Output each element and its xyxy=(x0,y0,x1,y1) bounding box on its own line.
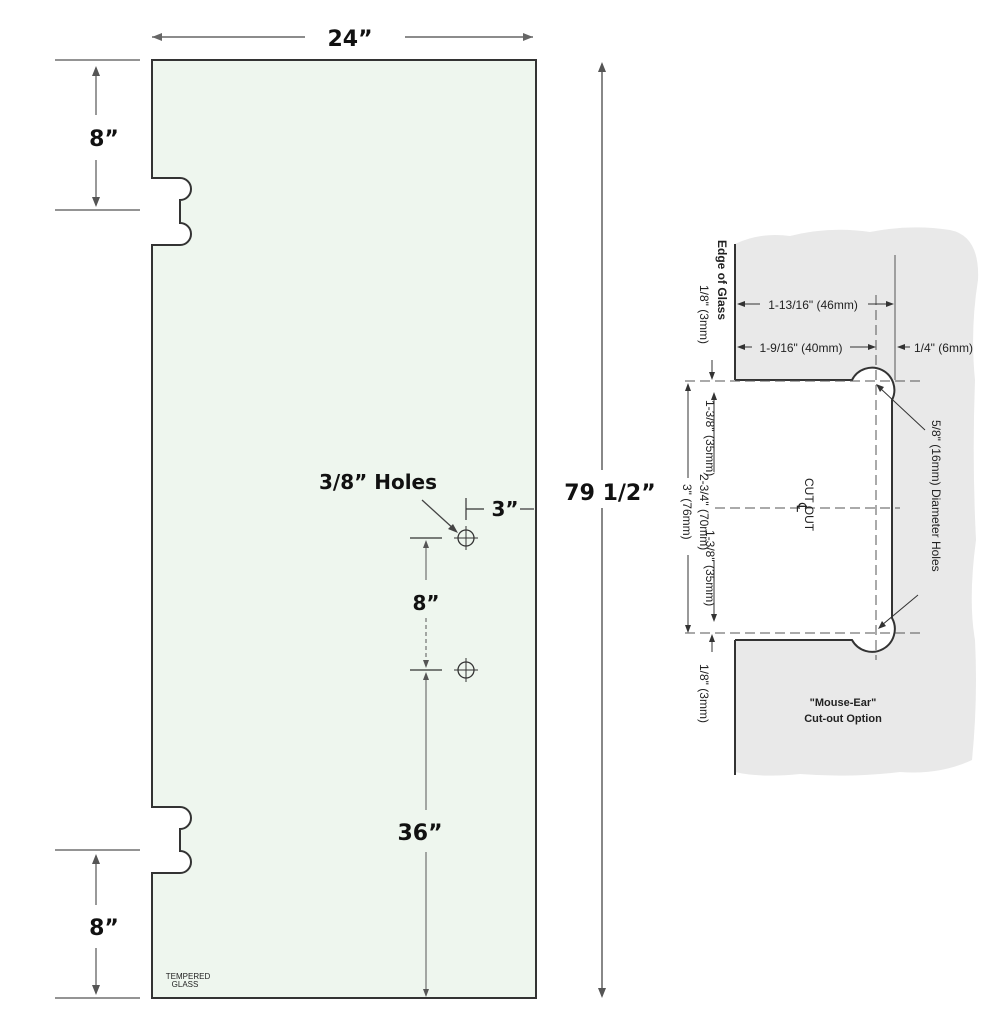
tempered-stamp-line1: TEMPERED xyxy=(166,972,211,981)
bottom-gap-label: 1/8" (3mm) xyxy=(697,664,711,723)
arrow-up-icon xyxy=(423,540,429,548)
holes-label: 3/8” Holes xyxy=(319,470,437,494)
arrow-left-icon xyxy=(152,33,162,41)
arrow-right-icon xyxy=(886,301,894,307)
arrow-icon xyxy=(876,384,884,392)
option-caption-line1: "Mouse-Ear" xyxy=(810,697,877,709)
arrow-left-icon xyxy=(897,344,905,350)
height-label: 79 1/2” xyxy=(564,481,655,506)
arrow-down-icon xyxy=(92,197,100,207)
holes-height-label: 36” xyxy=(397,821,442,846)
edge-of-glass-label: Edge of Glass xyxy=(715,240,729,320)
mouse-ear-detail: 1-13/16" (46mm) 1-9/16" (40mm) 1/4" (6mm… xyxy=(680,227,979,776)
outer-height-label: 3" (76mm) xyxy=(680,484,694,540)
arrow-left-icon xyxy=(737,301,745,307)
dim-right-label: 1/4" (6mm) xyxy=(914,341,973,355)
arrow-up-icon xyxy=(709,634,715,642)
edge-offset-label: 3” xyxy=(491,497,518,521)
holes-leader-line xyxy=(421,499,456,531)
centerline-icon: ℄ xyxy=(794,502,810,512)
lower-half-label: 1-3/8" (35mm) xyxy=(703,530,717,606)
dim-inner-label: 1-9/16" (40mm) xyxy=(760,341,843,355)
cutout-profile xyxy=(735,366,896,653)
arrow-right-icon xyxy=(523,33,533,41)
holes-note-leader-upper xyxy=(879,387,926,431)
arrow-down-icon xyxy=(423,989,429,997)
bottom-offset-label: 8” xyxy=(89,916,119,941)
cutout-label: CUT OUT xyxy=(802,478,816,532)
width-label: 24” xyxy=(327,27,372,52)
top-offset-label: 8” xyxy=(89,127,119,152)
holes-note-leader-lower xyxy=(881,594,919,626)
holes-note-label: 5/8" (16mm) Diameter Holes xyxy=(929,420,943,572)
arrow-down-icon xyxy=(92,985,100,995)
arrow-down-icon xyxy=(598,988,606,998)
top-gap-label: 1/8" (3mm) xyxy=(697,285,711,344)
arrow-right-icon xyxy=(868,344,876,350)
arrow-down-icon xyxy=(423,660,429,668)
upper-half-label: 1-3/8" (35mm) xyxy=(703,400,717,476)
arrow-icon xyxy=(878,621,886,629)
dim-overall-label: 1-13/16" (46mm) xyxy=(768,298,858,312)
inner-height-label: 2-3/4" (70mm) xyxy=(697,474,711,550)
tempered-stamp-line2: GLASS xyxy=(172,980,199,989)
arrow-up-icon xyxy=(92,66,100,76)
arrow-up-icon xyxy=(423,672,429,680)
arrow-down-icon xyxy=(709,372,715,380)
arrow-icon xyxy=(448,524,458,533)
glass-panel-drawing: 24” 8” 8” 79 1/2” 3/8” Holes xyxy=(55,27,656,999)
arrow-down-icon xyxy=(711,614,717,622)
arrow-left-icon xyxy=(737,344,745,350)
upper-hole xyxy=(454,526,478,550)
glass-panel xyxy=(151,59,537,999)
lower-hole xyxy=(454,658,478,682)
arrow-up-icon xyxy=(685,383,691,391)
option-caption-line2: Cut-out Option xyxy=(804,713,882,725)
arrow-up-icon xyxy=(711,392,717,400)
arrow-up-icon xyxy=(598,62,606,72)
arrow-up-icon xyxy=(92,854,100,864)
arrow-down-icon xyxy=(685,625,691,633)
hole-spacing-label: 8” xyxy=(412,591,439,615)
